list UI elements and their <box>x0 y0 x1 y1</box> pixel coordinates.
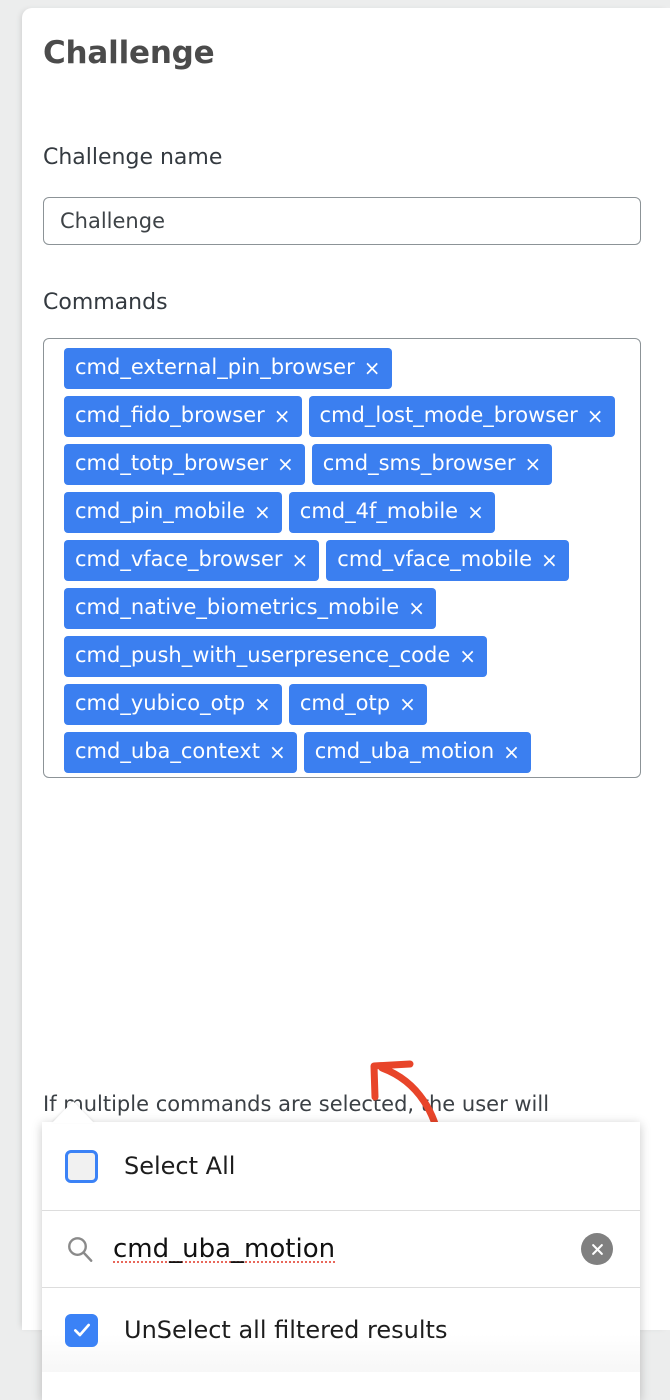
remove-tag-icon[interactable]: × <box>524 451 542 476</box>
command-tag[interactable]: cmd_otp × <box>288 684 427 725</box>
command-tag-label: cmd_otp <box>299 691 391 715</box>
command-tag[interactable]: cmd_fido_browser × <box>64 396 302 437</box>
command-tag[interactable]: cmd_4f_mobile × <box>288 492 495 533</box>
commands-help-text: If multiple commands are selected, the u… <box>43 1092 550 1116</box>
dropdown-caret-icon <box>52 1101 94 1123</box>
dropdown-search-row[interactable] <box>42 1211 640 1288</box>
command-tag[interactable]: cmd_vface_browser × <box>64 540 320 581</box>
checkmark-icon <box>73 1323 90 1337</box>
command-tag[interactable]: cmd_uba_motion × <box>303 732 531 773</box>
command-tag-label: cmd_yubico_otp <box>75 691 246 715</box>
dropdown-select-all-row[interactable]: Select All <box>42 1122 640 1211</box>
commands-label: Commands <box>43 290 168 315</box>
dropdown-search-input[interactable] <box>113 1234 581 1264</box>
remove-tag-icon[interactable]: × <box>363 355 381 380</box>
remove-tag-icon[interactable]: × <box>586 403 604 428</box>
command-tag-label: cmd_fido_browser <box>75 403 265 427</box>
remove-tag-icon[interactable]: × <box>408 595 425 620</box>
remove-tag-icon[interactable]: × <box>459 643 477 668</box>
command-tag[interactable]: cmd_totp_browser × <box>64 444 305 485</box>
command-tag[interactable]: cmd_native_biometrics_mobile × <box>64 588 436 629</box>
remove-tag-icon[interactable]: × <box>541 547 558 572</box>
command-tag-label: cmd_pin_mobile <box>75 499 246 523</box>
command-tag-label: cmd_uba_context <box>75 739 260 763</box>
remove-tag-icon[interactable]: × <box>269 739 286 764</box>
commands-multiselect-box[interactable]: cmd_external_pin_browser×cmd_fido_browse… <box>43 338 641 778</box>
challenge-name-label: Challenge name <box>43 145 223 170</box>
command-tag[interactable]: cmd_sms_browser × <box>311 444 553 485</box>
command-tag[interactable]: cmd_lost_mode_browser × <box>308 396 615 437</box>
command-tag-label: cmd_native_biometrics_mobile <box>75 595 400 619</box>
challenge-name-input[interactable] <box>43 197 641 245</box>
remove-tag-icon[interactable]: × <box>273 403 291 428</box>
remove-tag-icon[interactable]: × <box>277 451 294 476</box>
remove-tag-icon[interactable]: × <box>399 691 416 716</box>
command-tag-label: cmd_totp_browser <box>75 451 268 475</box>
remove-tag-icon[interactable]: × <box>291 547 309 572</box>
command-tag[interactable]: cmd_external_pin_browser × <box>64 348 392 389</box>
select-all-label: Select All <box>124 1152 236 1180</box>
command-tag-label: cmd_push_with_userpresence_code <box>75 643 451 667</box>
page-title: Challenge <box>43 35 215 71</box>
command-tag[interactable]: cmd_vface_mobile × <box>326 540 569 581</box>
commands-tag-list: cmd_external_pin_browser×cmd_fido_browse… <box>64 348 630 780</box>
remove-tag-icon[interactable]: × <box>254 499 271 524</box>
dropdown-unselect-filtered-row[interactable]: UnSelect all filtered results <box>42 1288 640 1372</box>
remove-tag-icon[interactable]: × <box>467 499 484 524</box>
close-icon <box>591 1243 603 1255</box>
command-tag-label: cmd_vface_browser <box>75 547 283 571</box>
command-tag[interactable]: cmd_push_with_userpresence_code × <box>64 636 488 677</box>
unselect-all-filtered-checkbox[interactable] <box>65 1313 98 1347</box>
command-tag[interactable]: cmd_pin_mobile × <box>64 492 282 533</box>
select-all-checkbox[interactable] <box>65 1149 98 1183</box>
search-icon <box>68 1237 93 1262</box>
command-tag-label: cmd_uba_motion <box>314 739 495 763</box>
command-tag-label: cmd_sms_browser <box>322 451 516 475</box>
command-tag-label: cmd_4f_mobile <box>299 499 459 523</box>
command-tag[interactable]: cmd_yubico_otp × <box>64 684 282 725</box>
command-tag[interactable]: cmd_uba_context × <box>64 732 297 773</box>
command-tag-label: cmd_vface_mobile <box>337 547 532 571</box>
unselect-all-filtered-label: UnSelect all filtered results <box>124 1316 448 1344</box>
remove-tag-icon[interactable]: × <box>254 691 271 716</box>
command-tag-label: cmd_external_pin_browser <box>75 355 355 379</box>
command-tag-label: cmd_lost_mode_browser <box>319 403 578 427</box>
remove-tag-icon[interactable]: × <box>503 739 520 764</box>
challenge-settings-card: Challenge Challenge name Commands cmd_ex… <box>22 8 670 1330</box>
clear-search-icon[interactable] <box>581 1233 613 1265</box>
commands-dropdown-panel: Select All UnSelect all filtered results <box>42 1122 640 1400</box>
